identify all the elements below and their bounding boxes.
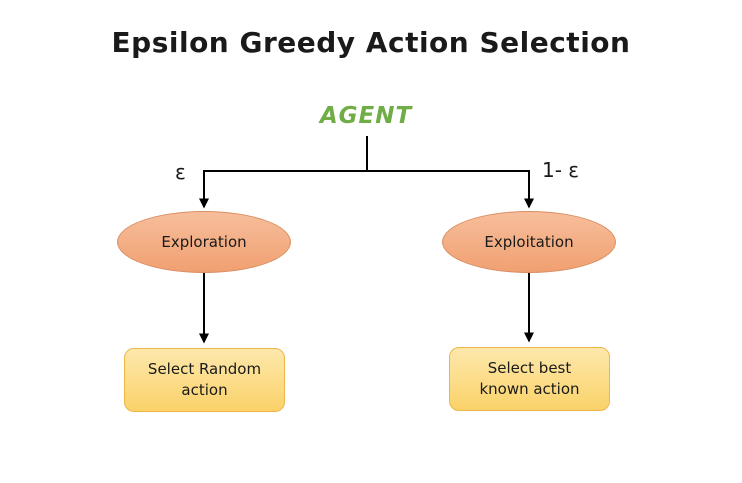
exploitation-node: Exploitation	[442, 211, 616, 273]
epsilon-probability-label: ε	[175, 160, 186, 184]
exploration-node-label: Exploration	[161, 233, 247, 251]
agent-label: AGENT	[319, 103, 413, 129]
select-best-action-line2: known action	[479, 380, 580, 398]
diagram-title: Epsilon Greedy Action Selection	[111, 26, 631, 59]
exploitation-node-label: Exploitation	[484, 233, 574, 251]
select-random-action-line1: Select Random	[147, 360, 262, 378]
select-random-action-node: Select Random action	[124, 348, 285, 412]
one-minus-epsilon-probability-label: 1- ε	[542, 158, 580, 182]
select-best-action-line1: Select best	[487, 359, 572, 377]
select-best-action-node: Select best known action	[449, 347, 610, 411]
exploration-node: Exploration	[117, 211, 291, 273]
select-random-action-line2: action	[181, 381, 228, 399]
